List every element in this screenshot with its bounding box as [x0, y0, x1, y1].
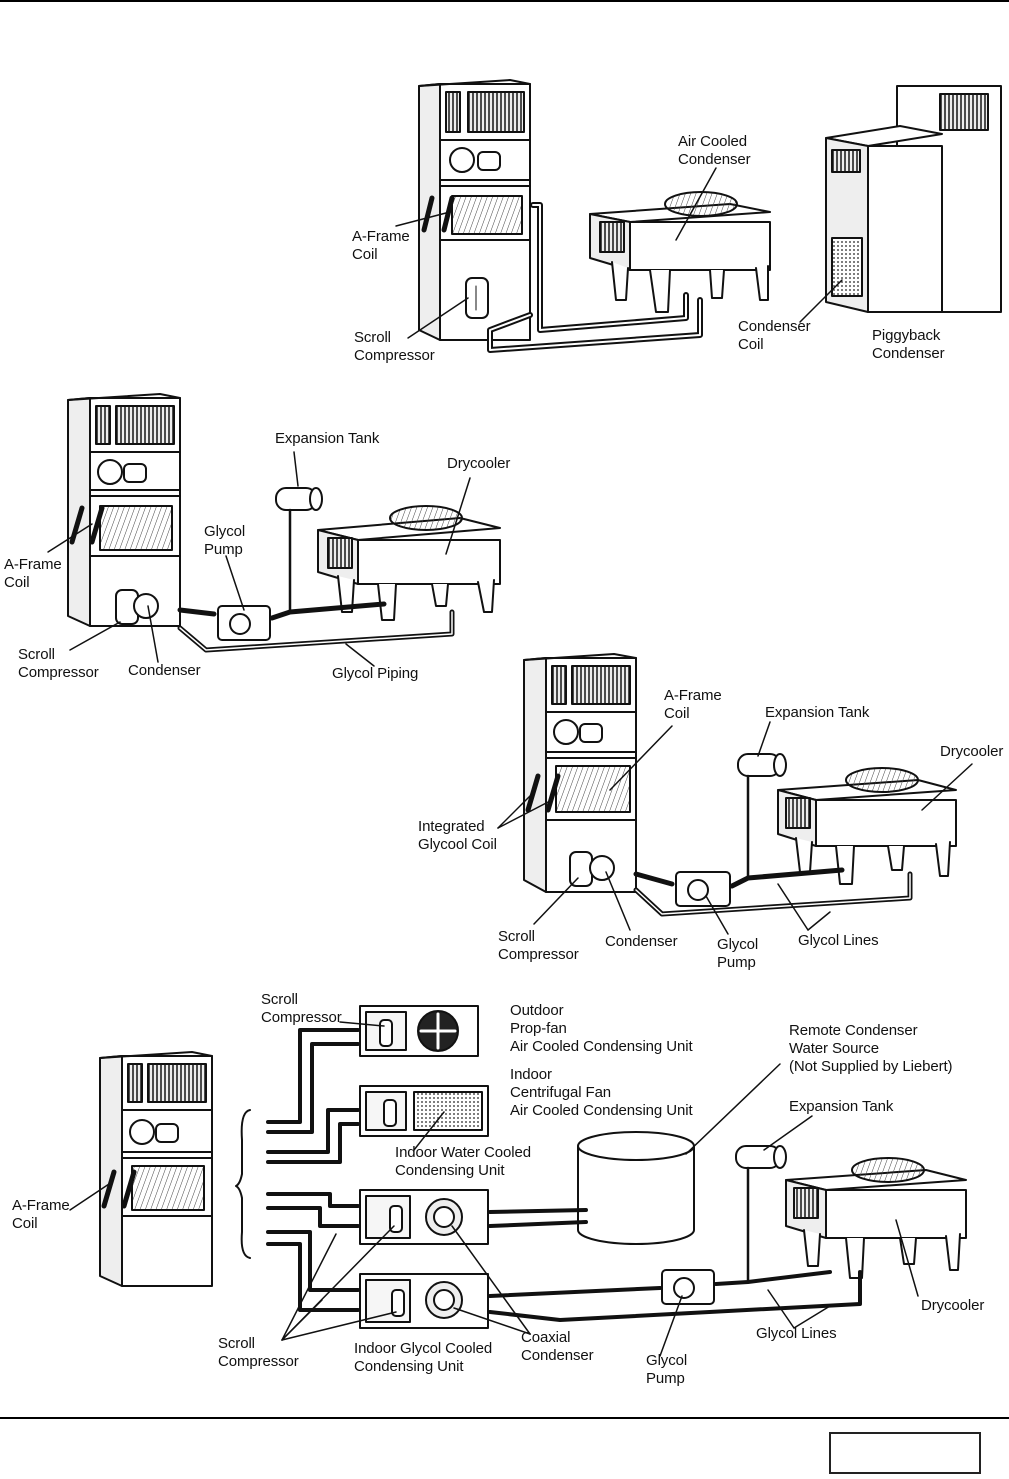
leaders-1: [395, 167, 843, 339]
label-glycol-pump-2: Glycol Pump: [204, 523, 246, 558]
label-drycooler-4: Drycooler: [921, 1297, 985, 1314]
label-coaxial-condenser: Coaxial Condenser: [521, 1329, 594, 1364]
leaders-3: [497, 721, 973, 935]
indoor-centrifugal-unit: [359, 1085, 489, 1137]
label-glycol-lines-4: Glycol Lines: [756, 1325, 837, 1342]
diagram-integrated-glycool: [497, 653, 973, 935]
label-remote-condenser-water-source: Remote Condenser Water Source (Not Suppl…: [789, 1022, 953, 1075]
label-glycol-pump-4: Glycol Pump: [646, 1352, 688, 1387]
label-a-frame-coil-1: A-Frame Coil: [352, 228, 410, 263]
label-condenser-2: Condenser: [128, 662, 201, 679]
label-integrated-glycool-coil: Integrated Glycool Coil: [418, 818, 497, 853]
label-condenser-coil: Condenser Coil: [738, 318, 811, 353]
label-a-frame-coil-3: A-Frame Coil: [664, 687, 722, 722]
label-outdoor-prop-fan-unit: Outdoor Prop-fan Air Cooled Condensing U…: [510, 1002, 693, 1055]
glycol-pump-2: [217, 605, 271, 641]
label-piggyback-condenser: Piggyback Condenser: [872, 327, 945, 362]
label-drycooler-3: Drycooler: [940, 743, 1004, 760]
indoor-unit-1: [418, 79, 531, 341]
piggyback-condenser: [825, 85, 1002, 313]
label-indoor-centrifugal-unit: Indoor Centrifugal Fan Air Cooled Conden…: [510, 1066, 693, 1119]
glycol-pump-4: [661, 1269, 715, 1305]
expansion-tank-4: [735, 1145, 787, 1284]
drycooler-2: [317, 505, 501, 621]
label-scroll-compressor-4a: Scroll Compressor: [261, 991, 342, 1026]
diagram-glycol: [47, 393, 501, 667]
air-cooled-condenser: [589, 191, 771, 313]
page-number-box: [829, 1432, 981, 1474]
indoor-glycol-cooled-unit: [359, 1273, 489, 1329]
label-glycol-piping: Glycol Piping: [332, 665, 419, 682]
label-a-frame-coil-4: A-Frame Coil: [12, 1197, 70, 1232]
drycooler-4: [785, 1157, 967, 1279]
label-a-frame-coil-2: A-Frame Coil: [4, 556, 62, 591]
water-source-tank: [577, 1131, 695, 1245]
drycooler-3: [777, 767, 957, 885]
label-scroll-compressor-1: Scroll Compressor: [354, 329, 435, 364]
label-drycooler-2: Drycooler: [447, 455, 511, 472]
indoor-unit-3: [523, 653, 637, 893]
label-expansion-tank-2: Expansion Tank: [275, 430, 380, 447]
label-glycol-lines-3: Glycol Lines: [798, 932, 879, 949]
label-scroll-compressor-2: Scroll Compressor: [18, 646, 99, 681]
label-scroll-compressor-3: Scroll Compressor: [498, 928, 579, 963]
label-indoor-water-cooled-unit: Indoor Water Cooled Condensing Unit: [395, 1144, 531, 1179]
footer-rule: [0, 1417, 1009, 1419]
indoor-unit-4: [99, 1051, 213, 1287]
label-indoor-glycol-cooled-unit: Indoor Glycol Cooled Condensing Unit: [354, 1340, 493, 1375]
outdoor-prop-fan-unit: [359, 1005, 479, 1057]
glycol-pump-3: [675, 871, 731, 907]
label-expansion-tank-4: Expansion Tank: [789, 1098, 894, 1115]
label-scroll-compressor-4b: Scroll Compressor: [218, 1335, 299, 1370]
label-expansion-tank-3: Expansion Tank: [765, 704, 870, 721]
indoor-unit-2: [67, 393, 181, 627]
indoor-water-cooled-unit: [359, 1189, 489, 1245]
diagram-split-systems: [69, 1005, 967, 1357]
expansion-tank-2: [275, 487, 323, 614]
leaders-2: [47, 451, 471, 667]
label-condenser-3: Condenser: [605, 933, 678, 950]
label-glycol-pump-3: Glycol Pump: [717, 936, 759, 971]
diagram-air-cooled: [395, 79, 1002, 353]
expansion-tank-3: [737, 753, 787, 880]
label-air-cooled-condenser: Air Cooled Condenser: [678, 133, 751, 168]
leaders-4: [69, 1021, 919, 1357]
header-rule: [0, 0, 1009, 2]
